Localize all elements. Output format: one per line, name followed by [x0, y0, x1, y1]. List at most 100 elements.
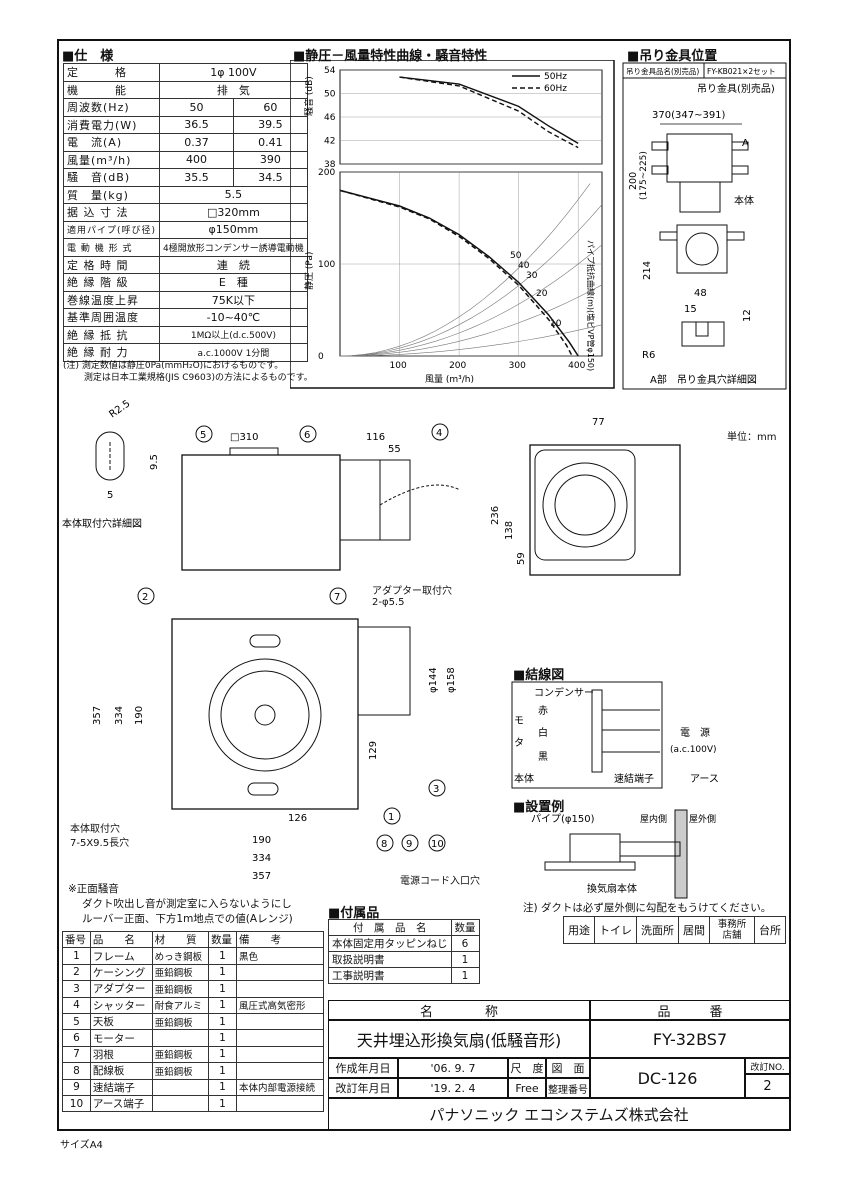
accessory-qty: 1	[450, 951, 480, 968]
install-pipe: パイプ(φ150)	[531, 813, 595, 825]
resistance-curve	[339, 244, 603, 357]
front-dim-138: 138	[504, 521, 515, 540]
hole-detail: R2.5 9.5 5 本体取付穴詳細図	[62, 400, 160, 530]
spec-key: 周波数(Hz)	[62, 98, 161, 117]
parts-header-no: 番号	[62, 930, 91, 949]
install-inside: 屋内側	[640, 813, 667, 825]
bottom-dim-334b: 334	[252, 853, 271, 864]
callout-2: 2	[142, 592, 148, 603]
acc-header-name: 付 属 品 名	[328, 919, 452, 936]
part-qty: 1	[208, 1062, 237, 1080]
install-diagram: パイプ(φ150) 屋内側 屋外側 換気扇本体	[531, 809, 716, 899]
spec-key: 電 動 機 形 式	[62, 238, 161, 257]
part-material: 亜鉛鋼板	[151, 1062, 210, 1080]
wiring-black: 黒	[538, 751, 548, 763]
part-no: 8	[62, 1062, 91, 1080]
callout-1: 1	[388, 812, 394, 823]
install-title: ■設置例	[513, 800, 565, 815]
accessory-name: 取扱説明書	[328, 951, 452, 968]
tb-ref-label: 整理番号	[546, 1078, 590, 1098]
adapter-hole-value: 2-φ5.5	[372, 597, 405, 608]
accessory-qty: 6	[450, 935, 480, 952]
use-living: 居間	[678, 916, 710, 944]
resistance-curve	[339, 204, 603, 357]
spec-note-2: 測定は日本工業規格(JIS C9603)の方法によるものです。	[63, 373, 313, 383]
spec-row: 機 能排 気	[62, 80, 308, 99]
hanger-dim-175: (175~225)	[639, 151, 649, 200]
wiring-capacitor: コンデンサー	[534, 686, 594, 699]
tb-name-header: 名 称	[328, 1000, 590, 1020]
tb-no-header: 品 番	[590, 1000, 790, 1020]
spec-key: 絶 縁 階 級	[62, 273, 161, 292]
tb-rev: 2	[745, 1074, 790, 1098]
spec-value: φ150mm	[159, 220, 308, 239]
wiring-white: 白	[538, 726, 548, 739]
part-no: 3	[62, 980, 91, 998]
pressure-tick-label: 200	[318, 168, 335, 178]
hanger-label-a: A	[742, 138, 749, 149]
use-washroom: 洗面所	[636, 916, 679, 944]
part-no: 2	[62, 963, 91, 982]
part-material: 亜鉛鋼板	[151, 1045, 210, 1064]
callout-10: 10	[431, 839, 444, 850]
resistance-curve	[339, 284, 603, 357]
spec-key: 騒 音(dB)	[62, 168, 161, 187]
use-kitchen: 台所	[754, 916, 786, 944]
spec-key: 風量(m³/h)	[62, 150, 161, 169]
use-table: 用途 トイレ 洗面所 居間 事務所店舗 台所	[563, 916, 786, 944]
spec-value: a.c.1000V 1分間	[159, 343, 308, 362]
part-remark	[235, 1029, 325, 1047]
wiring-red: 赤	[538, 705, 548, 717]
hole-w: 5	[107, 490, 113, 501]
front-dim-77: 77	[592, 417, 605, 428]
part-qty: 1	[208, 1029, 237, 1047]
spec-value: 1φ 100V	[159, 63, 308, 82]
noise-tick-label: 38	[324, 160, 336, 170]
resistance-label: 50	[510, 251, 522, 261]
part-no: 6	[62, 1029, 91, 1047]
spec-value: -10~40℃	[159, 308, 308, 327]
part-material: 亜鉛鋼板	[151, 1012, 210, 1031]
part-remark	[235, 963, 325, 982]
part-name: 速結端子	[89, 1078, 153, 1096]
noise-note-1: ※正面騒音	[68, 883, 119, 895]
drawing-frame	[57, 39, 791, 1131]
spec-value: 39.5	[232, 115, 308, 134]
callout-5: 5	[200, 430, 206, 441]
noise-note-2: ダクト吹出し音が測定室に入らないようにし	[82, 898, 292, 910]
part-material: めっき鋼板	[151, 947, 210, 965]
hanger-dim-15: 15	[684, 304, 697, 315]
bottom-dim-190: 190	[134, 706, 145, 725]
front-dim-236: 236	[490, 506, 501, 525]
spec-key: 定 格 時 間	[62, 255, 161, 274]
accessory-qty: 1	[450, 967, 480, 984]
accessory-name: 本体固定用タッピンねじ	[328, 935, 452, 952]
spec-value: 0.37	[159, 133, 234, 152]
part-qty: 1	[208, 963, 237, 982]
spec-value: 36.5	[159, 115, 234, 134]
noise-axis-label: 騒音 (dB)	[303, 76, 315, 116]
part-qty: 1	[208, 980, 237, 998]
pressure-x-tick-label: 200	[449, 361, 466, 371]
resistance-curve	[339, 183, 591, 357]
part-name: アダプター	[89, 980, 153, 998]
flow-axis-label: 風量 (m³/h)	[425, 374, 474, 385]
unit-label: 単位：mm	[727, 432, 777, 443]
part-material: 耐食アルミ	[151, 996, 210, 1014]
spec-key: 電 流(A)	[62, 133, 161, 152]
tb-created-label: 作成年月日	[328, 1058, 398, 1078]
bottom-dim-334: 334	[114, 706, 125, 725]
wiring-ta: タ	[514, 737, 524, 749]
use-office: 事務所店舗	[709, 916, 755, 944]
